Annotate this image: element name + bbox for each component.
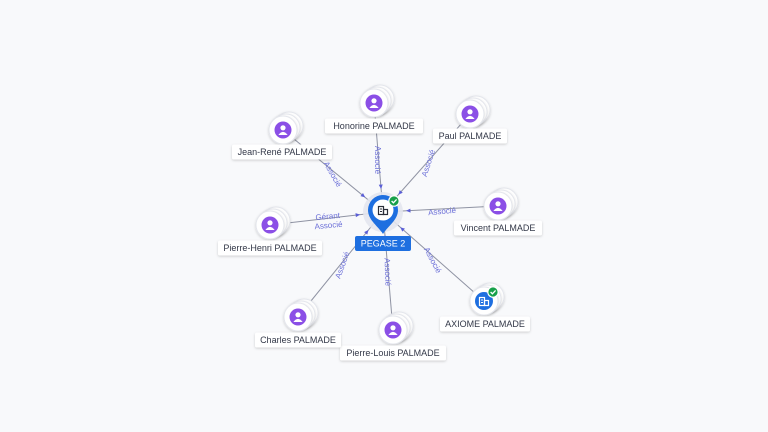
edge-line xyxy=(282,129,384,213)
center-node[interactable]: PEGASE 2 xyxy=(355,192,411,251)
edge-line xyxy=(297,211,384,318)
person-icon xyxy=(489,197,507,215)
node-label-text: Jean-René PALMADE xyxy=(238,147,327,157)
node-label: Pierre-Henri PALMADE xyxy=(218,240,322,256)
person-icon xyxy=(384,321,402,339)
node-label-text: Pierre-Henri PALMADE xyxy=(223,243,316,253)
node-label-text: Pierre-Louis PALMADE xyxy=(346,348,439,358)
person-icon xyxy=(274,121,292,139)
edge-label: Associé xyxy=(322,160,344,189)
person-icon xyxy=(365,94,383,112)
check-icon xyxy=(487,286,499,298)
edge-label: Associé xyxy=(373,146,382,175)
edge-label: Associé xyxy=(383,258,393,287)
edge-label: Associé xyxy=(333,250,351,280)
nodes-layer: Honorine PALMADE Paul PALMADE Vincent PALM… xyxy=(218,84,542,361)
person-icon xyxy=(461,105,479,123)
node-label: Pierre-Louis PALMADE xyxy=(340,345,446,361)
node-label-text: Honorine PALMADE xyxy=(333,121,414,131)
arrow-head-icon xyxy=(378,184,383,190)
person-icon xyxy=(261,216,279,234)
edge-label: Gérant xyxy=(315,211,341,222)
check-icon xyxy=(388,195,400,207)
node-label: Paul PALMADE xyxy=(433,128,507,144)
edge-label: Associé xyxy=(420,148,437,178)
arrow-head-icon xyxy=(400,227,405,232)
building-icon xyxy=(377,205,389,216)
arrow-head-icon xyxy=(398,190,403,195)
node-label: Charles PALMADE xyxy=(255,332,341,348)
edge-label: Associé xyxy=(428,206,457,217)
arrow-head-icon xyxy=(364,229,369,235)
center-label: PEGASE 2 xyxy=(355,236,411,251)
edge-label-secondary: Associé xyxy=(314,220,343,231)
node-label-text: Paul PALMADE xyxy=(439,131,502,141)
node-label: AXIOME PALMADE xyxy=(440,316,530,332)
node-pierre-henri[interactable]: Pierre-Henri PALMADE xyxy=(218,206,322,256)
node-label-text: AXIOME PALMADE xyxy=(445,319,525,329)
edge-label: Associé xyxy=(422,246,443,275)
arrow-head-icon xyxy=(405,208,411,213)
center-label-text: PEGASE 2 xyxy=(361,239,406,249)
node-jean-rene[interactable]: Jean-René PALMADE xyxy=(232,111,332,160)
node-charles[interactable]: Charles PALMADE xyxy=(255,298,341,348)
person-icon xyxy=(289,308,307,326)
arrow-head-icon xyxy=(360,193,366,198)
node-label-text: Charles PALMADE xyxy=(260,335,336,345)
arrow-head-icon xyxy=(355,213,361,218)
node-honorine[interactable]: Honorine PALMADE xyxy=(325,84,423,134)
building-icon xyxy=(478,296,490,307)
node-axiome[interactable]: AXIOME PALMADE xyxy=(440,282,530,332)
node-label: Jean-René PALMADE xyxy=(232,144,332,160)
node-label: Vincent PALMADE xyxy=(454,220,542,236)
node-label: Honorine PALMADE xyxy=(325,118,423,134)
node-paul[interactable]: Paul PALMADE xyxy=(433,95,507,144)
node-label-text: Vincent PALMADE xyxy=(461,223,536,233)
node-vincent[interactable]: Vincent PALMADE xyxy=(454,187,542,236)
node-pierre-louis[interactable]: Pierre-Louis PALMADE xyxy=(340,311,446,361)
edge-line xyxy=(382,211,485,302)
